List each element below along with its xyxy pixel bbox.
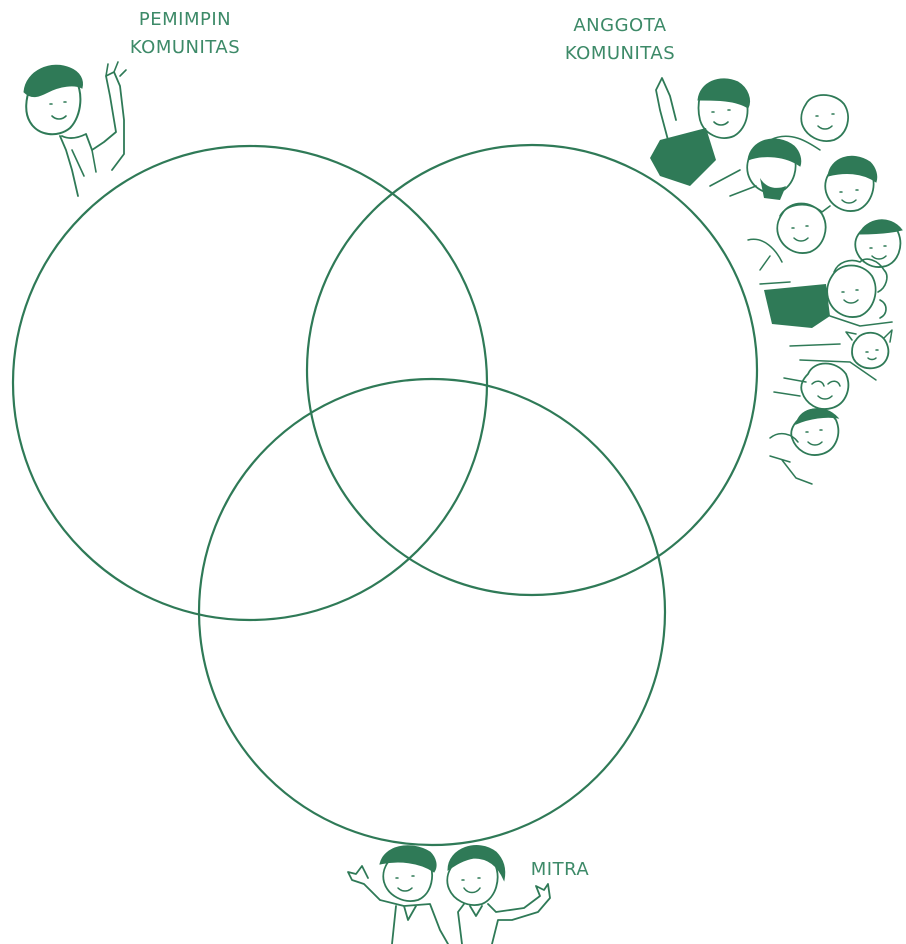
label-partner-line-1: MITRA (530, 859, 590, 880)
label-community-members: ANGGOTA KOMUNITAS (535, 12, 705, 68)
circle-community-members (305, 143, 759, 597)
circle-partner (197, 377, 667, 847)
label-community-members-line-1: ANGGOTA (573, 15, 667, 36)
label-community-leader-line-1: PEMIMPIN (138, 9, 232, 30)
label-partner: MITRA (510, 856, 610, 884)
label-community-members-line-2: KOMUNITAS (564, 43, 676, 64)
label-community-leader-line-2: KOMUNITAS (129, 37, 241, 58)
community-leader-figure (23, 61, 127, 197)
label-community-leader: PEMIMPIN KOMUNITAS (100, 6, 270, 62)
circle-community-leader (11, 144, 489, 622)
partners-pair (347, 845, 551, 944)
community-members-group (650, 77, 903, 485)
